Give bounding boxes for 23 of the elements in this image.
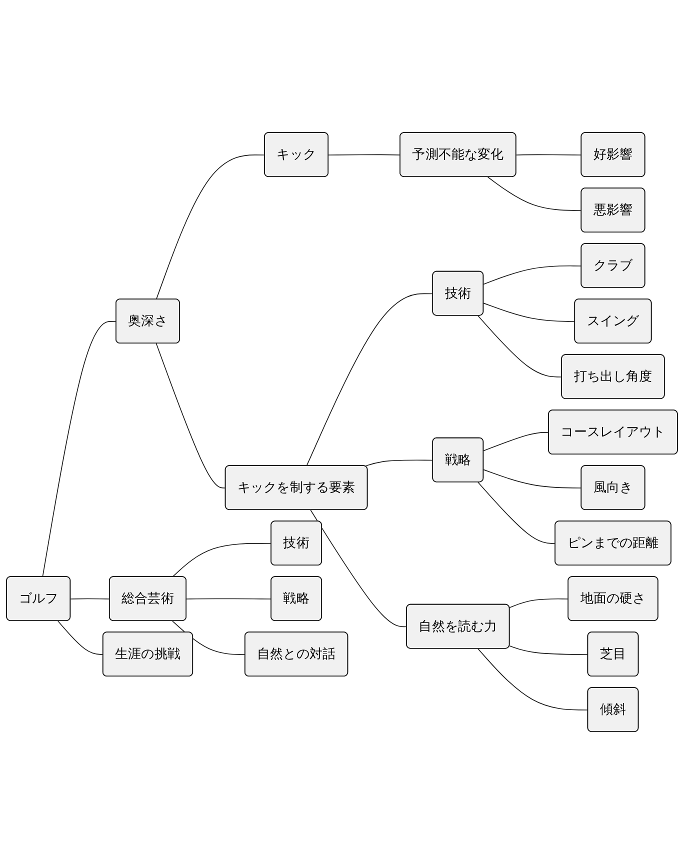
connector [364, 460, 434, 468]
connector [306, 294, 434, 467]
connector [483, 432, 550, 452]
connector [42, 321, 117, 578]
connector [172, 543, 272, 578]
connector [156, 344, 226, 489]
connector [58, 621, 104, 656]
connector [487, 177, 582, 212]
connector [478, 482, 556, 544]
connector [483, 470, 582, 489]
connector [156, 154, 266, 300]
connector [478, 316, 562, 378]
connector [310, 510, 408, 628]
connector [186, 598, 272, 600]
connector [328, 154, 401, 156]
connector [70, 598, 110, 600]
connector [483, 266, 582, 286]
connector [509, 598, 569, 608]
connector [478, 648, 588, 711]
connector [509, 646, 588, 656]
connector [483, 303, 576, 322]
connector [516, 154, 582, 156]
connector [172, 621, 246, 656]
